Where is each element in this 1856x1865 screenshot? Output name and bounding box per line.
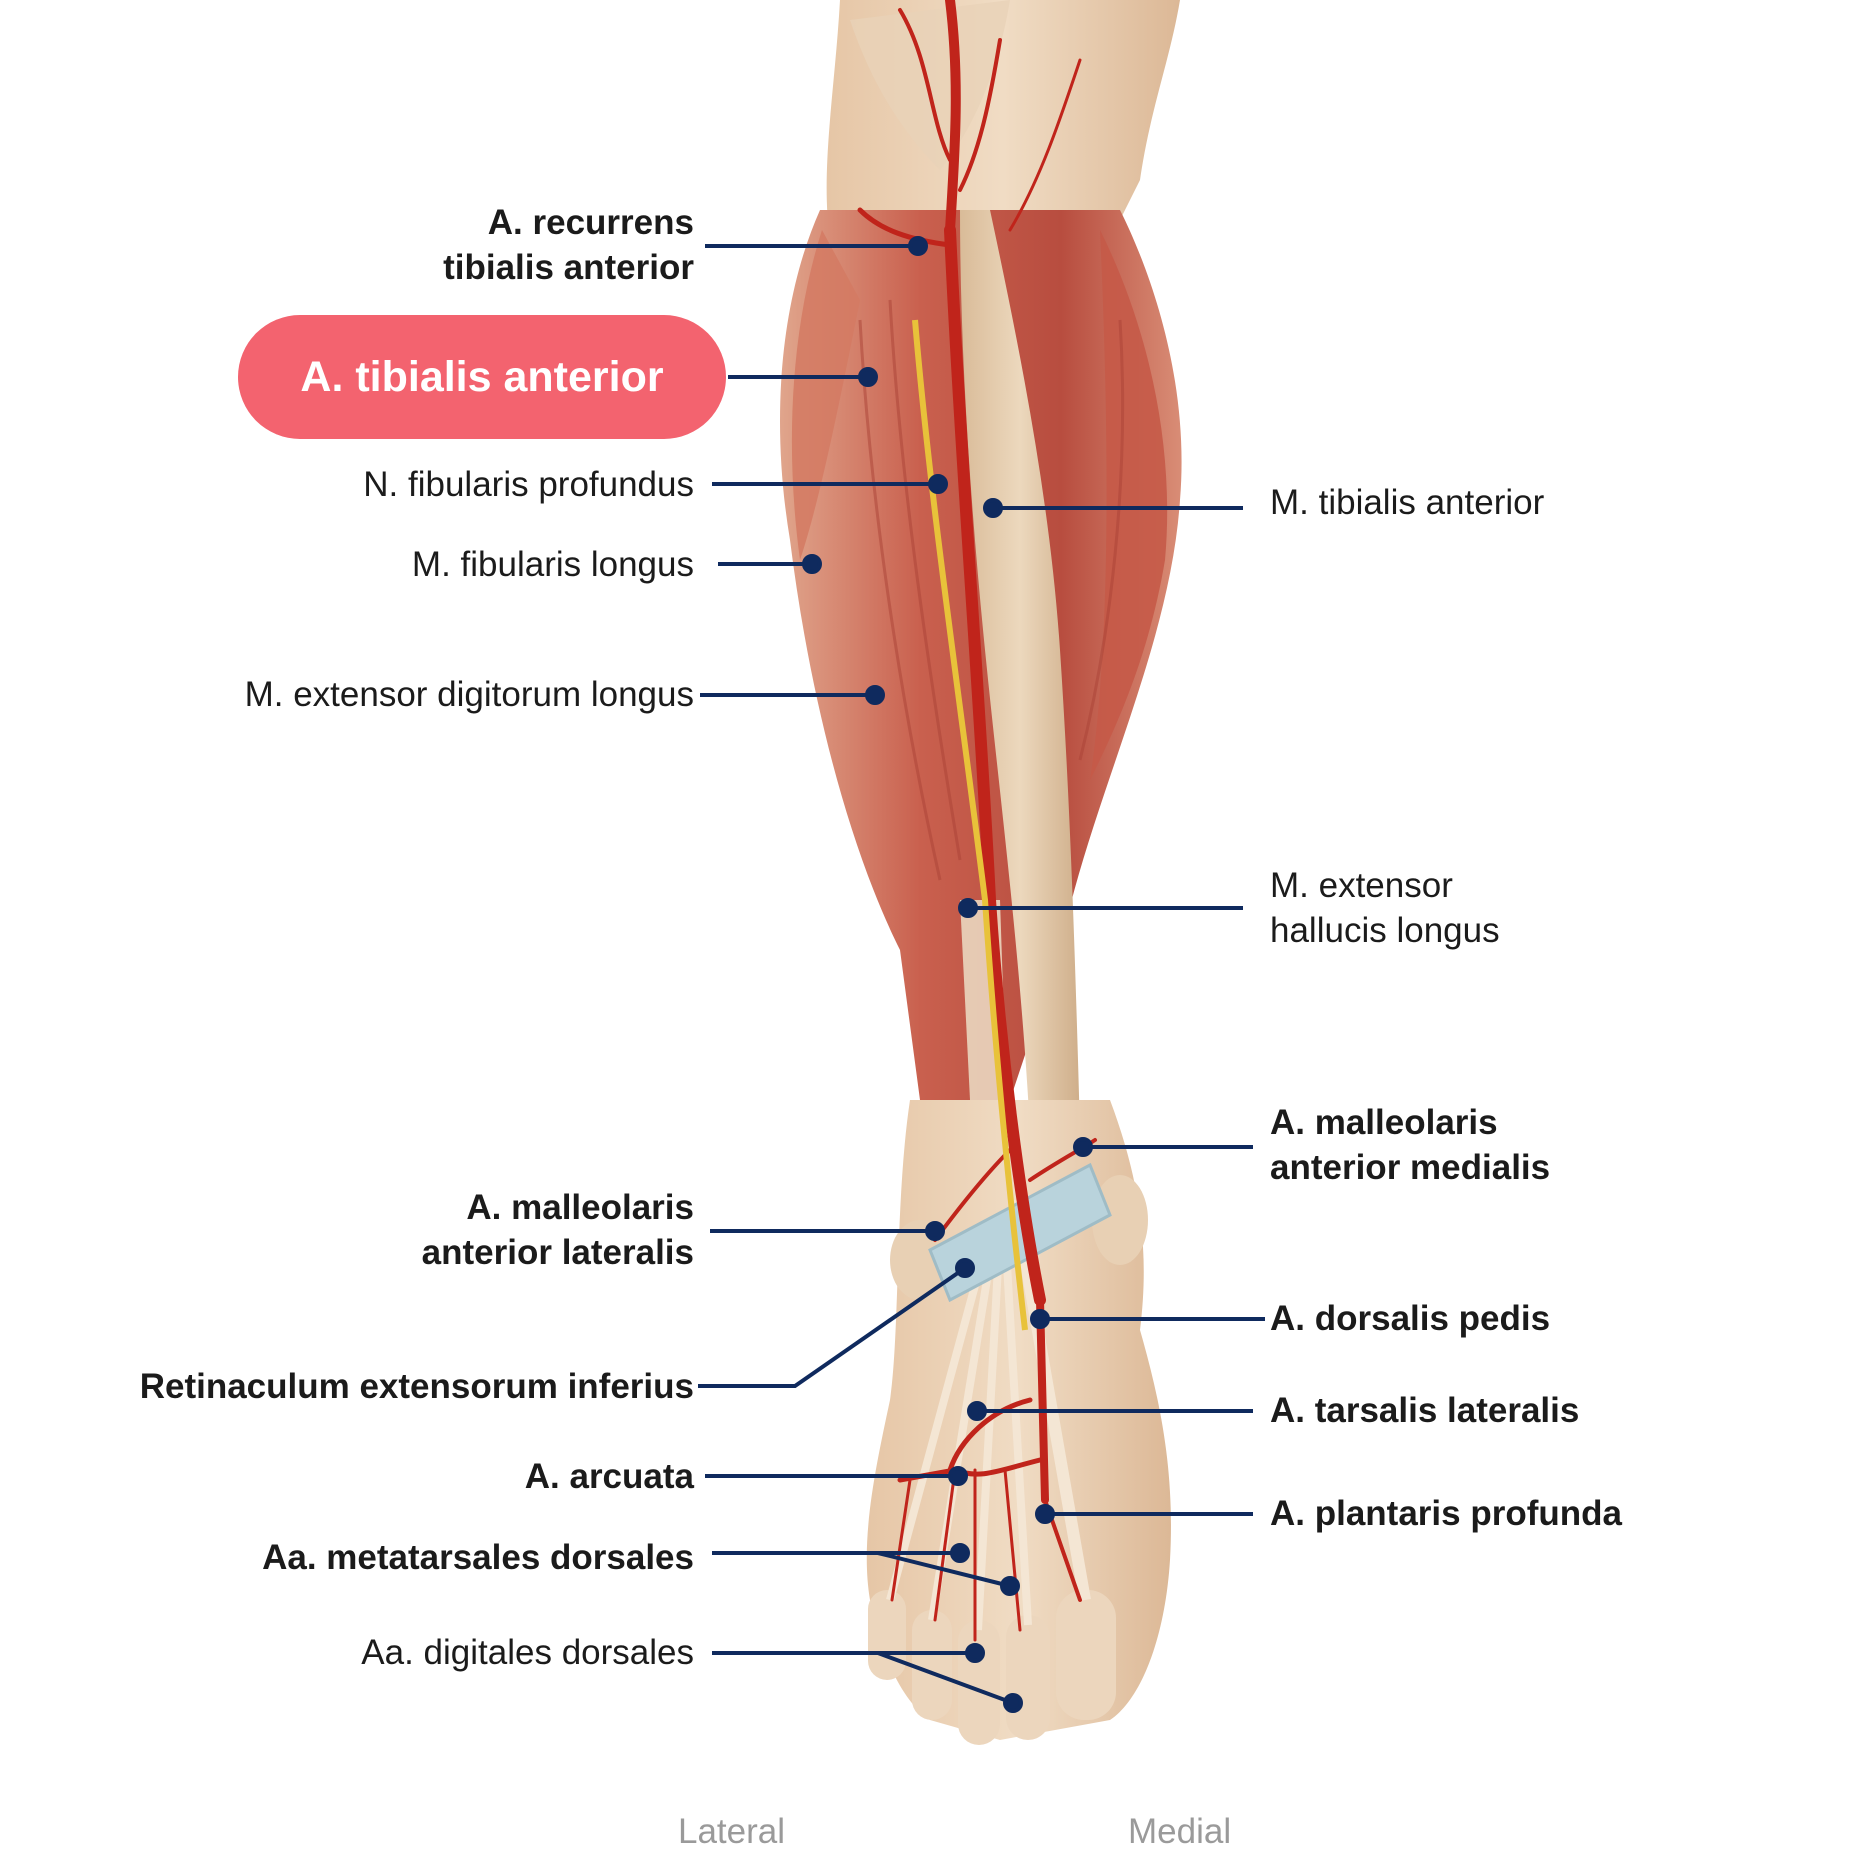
label-retinaculum: Retinaculum extensorum inferius <box>139 1367 694 1406</box>
label-recurrens-line2: tibialis anterior <box>443 248 694 287</box>
label-malleolaris-anterior-lateralis: A. malleolaris anterior lateralis <box>344 1185 694 1275</box>
leg-muscles <box>780 210 1182 1200</box>
label-malleolaris-med-line2: anterior medialis <box>1270 1148 1551 1187</box>
label-metatarsales-dorsales: Aa. metatarsales dorsales <box>262 1538 694 1577</box>
label-plantaris-profunda: A. plantaris profunda <box>1270 1494 1622 1533</box>
label-extensor-digitorum-longus: M. extensor digitorum longus <box>244 675 694 714</box>
label-digitales-dorsales: Aa. digitales dorsales <box>361 1633 694 1672</box>
label-extensor-hallucis-longus: M. extensor hallucis longus <box>1270 863 1670 953</box>
label-hallucis-line2: hallucis longus <box>1270 911 1500 950</box>
leader-lines <box>698 236 1265 1713</box>
label-fibularis-longus: M. fibularis longus <box>411 545 694 584</box>
label-malleolaris-lat-line2: anterior lateralis <box>421 1233 694 1272</box>
label-tarsalis-lateralis: A. tarsalis lateralis <box>1270 1391 1580 1430</box>
highlight-label: A. tibialis anterior <box>238 315 726 439</box>
label-recurrens-line1: A. recurrens <box>487 203 694 242</box>
label-malleolaris-anterior-medialis: A. malleolaris anterior medialis <box>1270 1100 1720 1190</box>
orientation-lateral: Lateral <box>678 1812 786 1851</box>
label-recurrens-tibialis-anterior: A. recurrens tibialis anterior <box>394 200 694 290</box>
label-tibialis-anterior-muscle: M. tibialis anterior <box>1270 483 1545 522</box>
knee-region <box>826 0 1180 240</box>
label-malleolaris-lat-line1: A. malleolaris <box>466 1188 694 1227</box>
label-fibularis-profundus: N. fibularis profundus <box>363 465 694 504</box>
label-malleolaris-med-line1: A. malleolaris <box>1270 1103 1498 1142</box>
label-arcuata: A. arcuata <box>524 1457 694 1496</box>
label-dorsalis-pedis: A. dorsalis pedis <box>1270 1299 1551 1338</box>
orientation-medial: Medial <box>1128 1812 1232 1851</box>
label-hallucis-line1: M. extensor <box>1270 866 1453 905</box>
